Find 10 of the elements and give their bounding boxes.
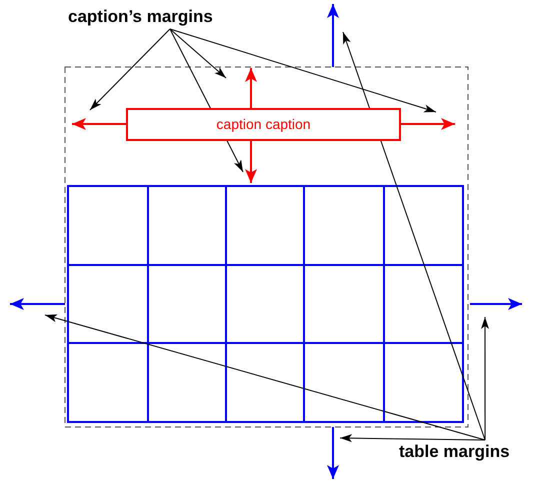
leader-line <box>481 316 489 440</box>
leader-line <box>340 434 486 442</box>
leader-line <box>90 28 170 110</box>
leader-line <box>44 314 486 440</box>
leader-line <box>169 28 226 78</box>
callout-label: table margins <box>399 440 531 464</box>
callout-label: caption’s margins <box>68 5 242 29</box>
caption-box: caption caption <box>126 108 401 141</box>
leader-line <box>169 28 436 112</box>
leader-line <box>342 32 486 440</box>
